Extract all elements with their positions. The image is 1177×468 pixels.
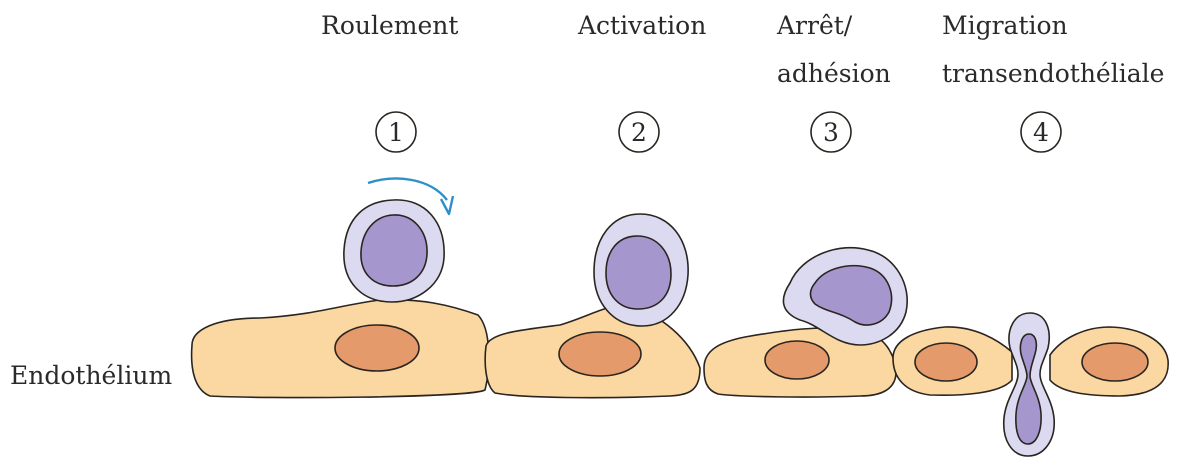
endothelial-nucleus-2 xyxy=(559,332,641,376)
endothelial-nucleus-1 xyxy=(335,325,419,371)
leukocyte-migrating xyxy=(1004,313,1054,456)
endothelium-label: Endothélium xyxy=(10,361,172,390)
step-3-marker: 3 xyxy=(811,112,851,152)
endothelial-nucleus-5 xyxy=(1082,343,1148,381)
step-4-marker: 4 xyxy=(1021,112,1061,152)
endothelial-nucleus-4 xyxy=(915,343,977,381)
step-3-number: 3 xyxy=(823,118,839,147)
leukocyte-rolling xyxy=(344,200,444,302)
step-2-title: Activation xyxy=(577,11,706,40)
step-2-marker: 2 xyxy=(619,112,659,152)
step-3-title-line2: adhésion xyxy=(777,59,891,88)
step-1-title: Roulement xyxy=(321,11,458,40)
step-1-number: 1 xyxy=(388,118,404,147)
endothelial-cell-1 xyxy=(192,300,489,398)
step-4-title-line2: transendothéliale xyxy=(942,59,1164,88)
endothelial-nucleus-3 xyxy=(765,341,829,379)
leukocyte-activation xyxy=(594,214,688,326)
step-2-number: 2 xyxy=(631,118,647,147)
endothelial-cell-5 xyxy=(1050,327,1168,396)
step-3-title-line1: Arrêt/ xyxy=(776,11,853,40)
endothelial-cell-4 xyxy=(893,327,1012,395)
step-4-number: 4 xyxy=(1033,118,1049,147)
step-4-title-line1: Migration xyxy=(942,11,1068,40)
endothelial-cell-2 xyxy=(485,306,700,398)
step-1-marker: 1 xyxy=(376,112,416,152)
